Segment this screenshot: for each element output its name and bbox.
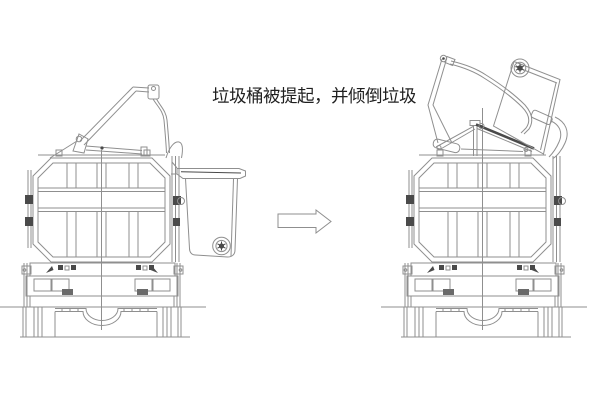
hydraulic-hose (449, 63, 530, 134)
bin-lid (176, 168, 246, 179)
lift-cylinder (85, 145, 143, 155)
waste-bin-lowered (171, 161, 246, 258)
waste-bin-tipped (492, 58, 561, 155)
tipper-rail (475, 123, 535, 150)
bin-wheel (510, 58, 530, 78)
discharge-comb (552, 116, 568, 159)
caption: 垃圾桶被提起，并倾倒垃圾 (212, 86, 417, 106)
lift-arm-folded (49, 84, 183, 159)
bin-body (492, 60, 561, 155)
panel-bin-lowered (0, 84, 246, 338)
raised-arm (427, 58, 443, 144)
lift-arm-raised (427, 54, 568, 159)
hydraulic-hose (152, 98, 167, 154)
truck-body-right (380, 149, 588, 338)
bin-wheel (212, 236, 231, 256)
panel-bin-tipped (380, 54, 588, 338)
transition-arrow (277, 208, 332, 235)
truck-body-left (0, 149, 207, 338)
bin-body (184, 178, 239, 258)
